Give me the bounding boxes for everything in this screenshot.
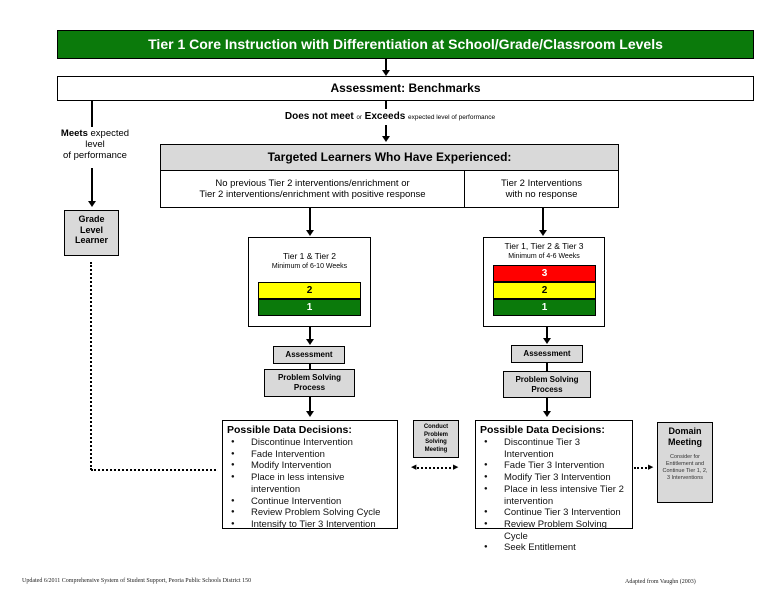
problem-solving-box: Problem Solving Process bbox=[503, 371, 591, 398]
cell-text: No previous Tier 2 interventions/enrichm… bbox=[215, 178, 410, 189]
tier2-bar: 2 bbox=[493, 282, 596, 299]
branch-label: Does not meet or Exceeds expected level … bbox=[200, 111, 580, 122]
dotted-connector bbox=[91, 469, 216, 471]
assessment-box: Assessment bbox=[511, 345, 583, 363]
cell-text: with no response bbox=[505, 189, 578, 200]
connector bbox=[309, 208, 311, 230]
decision-item: Discontinue Intervention bbox=[227, 437, 393, 449]
meets-text: expected bbox=[90, 128, 130, 139]
meets-text: level bbox=[85, 139, 105, 150]
no-previous-tier2-cell: No previous Tier 2 interventions/enrichm… bbox=[160, 170, 465, 208]
branch-suffix: expected level of performance bbox=[408, 114, 496, 121]
cell-text: Tier 2 interventions/enrichment with pos… bbox=[199, 189, 426, 200]
meets-label: Meets expected level of performance bbox=[50, 128, 140, 161]
tier1-tier2-box: Tier 1 & Tier 2 Minimum of 6-10 Weeks 2 … bbox=[248, 237, 371, 327]
meets-text: of performance bbox=[63, 150, 127, 161]
connector bbox=[385, 101, 387, 109]
duration: Minimum of 4-6 Weeks bbox=[508, 253, 580, 260]
targeted-learners-header: Targeted Learners Who Have Experienced: bbox=[160, 144, 619, 171]
tier-title: Tier 1, Tier 2 & Tier 3 bbox=[504, 241, 584, 251]
decision-item: Intensify to Tier 3 Intervention bbox=[227, 519, 393, 531]
grade-text: Grade bbox=[78, 214, 105, 224]
arrow-icon bbox=[382, 70, 390, 76]
tier1-bar: 1 bbox=[258, 299, 361, 316]
connector bbox=[385, 125, 387, 137]
connector bbox=[542, 208, 544, 230]
decision-item: Review Problem Solving Cycle bbox=[480, 519, 628, 542]
decision-item: Seek Entitlement bbox=[480, 542, 628, 554]
dotted-connector bbox=[90, 262, 92, 470]
decision-item: Review Problem Solving Cycle bbox=[227, 507, 393, 519]
tier1-banner: Tier 1 Core Instruction with Differentia… bbox=[57, 30, 754, 59]
connector bbox=[385, 59, 387, 71]
problem-solving-box: Problem Solving Process bbox=[264, 369, 355, 397]
decision-item: Modify Intervention bbox=[227, 460, 393, 472]
dotted-double-arrow bbox=[417, 467, 455, 469]
tier-title: Tier 1 & Tier 2 bbox=[282, 251, 337, 261]
arrow-icon bbox=[543, 338, 551, 344]
conduct-meeting-box: Conduct Problem Solving Meeting bbox=[413, 420, 459, 458]
connector bbox=[546, 327, 548, 339]
decisions-title: Possible Data Decisions: bbox=[227, 424, 352, 436]
arrow-icon bbox=[539, 230, 547, 236]
decision-item: Place in less intensive Tier 2 intervent… bbox=[480, 484, 628, 507]
decision-item: Fade Tier 3 Intervention bbox=[480, 460, 628, 472]
dotted-arrow bbox=[634, 467, 650, 469]
decision-item: Fade Intervention bbox=[227, 449, 393, 461]
domain-body: Consider for Entitlement and Continue Ti… bbox=[662, 454, 708, 481]
assessment-box: Assessment bbox=[273, 346, 345, 364]
arrow-right-icon: ▶ bbox=[453, 464, 459, 471]
arrow-icon bbox=[306, 230, 314, 236]
grade-text: Level bbox=[79, 224, 103, 235]
domain-meeting-box: Domain Meeting Consider for Entitlement … bbox=[657, 422, 713, 503]
tier3-bar: 3 bbox=[493, 265, 596, 282]
tier1-bar: 1 bbox=[493, 299, 596, 316]
grade-text: Learner bbox=[74, 235, 109, 245]
tier123-box: Tier 1, Tier 2 & Tier 3 Minimum of 4-6 W… bbox=[483, 237, 605, 327]
assessment-benchmarks: Assessment: Benchmarks bbox=[57, 76, 754, 101]
decision-item: Continue Tier 3 Intervention bbox=[480, 507, 628, 519]
or-text: or bbox=[356, 115, 362, 121]
cell-text: Tier 2 Interventions bbox=[501, 178, 582, 189]
connector bbox=[309, 327, 311, 340]
domain-title: Domain Meeting bbox=[667, 426, 702, 447]
arrow-icon bbox=[306, 339, 314, 345]
meets-bold: Meets bbox=[60, 128, 88, 139]
decisions-title: Possible Data Decisions: bbox=[480, 424, 605, 436]
connector bbox=[546, 398, 548, 411]
decision-item: Continue Intervention bbox=[227, 496, 393, 508]
footer-left: Updated 6/2011 Comprehensive System of S… bbox=[22, 578, 252, 584]
left-decisions-box: Possible Data Decisions: Discontinue Int… bbox=[222, 420, 398, 531]
arrow-icon bbox=[306, 411, 314, 417]
arrow-left-icon: ◀ bbox=[411, 464, 417, 471]
connector bbox=[309, 397, 311, 411]
arrow-right-icon: ▶ bbox=[648, 464, 654, 471]
connector bbox=[546, 363, 548, 371]
arrow-icon bbox=[543, 411, 551, 417]
decision-item: Discontinue Tier 3 Intervention bbox=[480, 437, 628, 460]
connector bbox=[91, 101, 93, 127]
connector bbox=[309, 364, 311, 369]
exceeds: Exceeds bbox=[364, 111, 406, 122]
arrow-icon bbox=[382, 136, 390, 142]
duration: Minimum of 6-10 Weeks bbox=[271, 263, 348, 270]
decision-item: Place in less intensive intervention bbox=[227, 472, 393, 495]
does-not-meet: Does not meet bbox=[284, 111, 354, 122]
footer-right: Adapted from Vaughn (2003) bbox=[625, 579, 696, 585]
connector bbox=[91, 168, 93, 201]
right-decisions-box: Possible Data Decisions: Discontinue Tie… bbox=[475, 420, 633, 554]
arrow-icon bbox=[88, 201, 96, 207]
tier2-bar: 2 bbox=[258, 282, 361, 299]
decision-item: Modify Tier 3 Intervention bbox=[480, 472, 628, 484]
